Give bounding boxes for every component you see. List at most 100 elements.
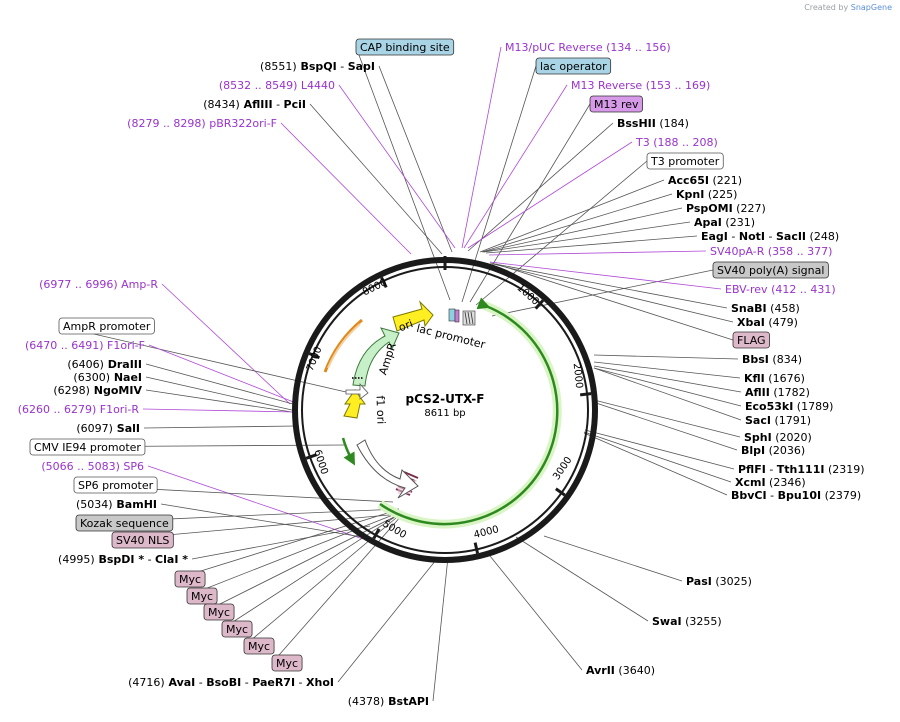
ruler-tick-label: 5000 [381, 519, 408, 542]
feature-label-box [712, 261, 829, 279]
plasmid-name: pCS2-UTX-F [406, 392, 485, 406]
leader-line [203, 515, 397, 613]
leader-line [495, 263, 734, 341]
leader-line [467, 122, 614, 252]
leader-line [485, 550, 583, 671]
feature-label: ori [397, 317, 415, 334]
primer-label: EBV-rev (412 .. 431) [725, 283, 836, 296]
site-label: BbsI (834) [742, 353, 802, 366]
leader-line [463, 84, 568, 249]
site-label: BssHII (184) [617, 117, 689, 130]
feature-label: FLAG [737, 334, 766, 347]
ori-arrow [392, 300, 434, 332]
feature-label-box [535, 57, 612, 75]
leader-line [583, 432, 728, 496]
leader-line [143, 425, 297, 429]
leader-line [584, 429, 735, 470]
leader-line [543, 535, 683, 582]
leader-line [147, 465, 364, 540]
ruler-tick [308, 352, 321, 360]
plasmid-backbone [292, 256, 598, 563]
plasmid-length: 8611 bp [424, 408, 465, 419]
feature-label: Myc [248, 640, 270, 653]
feature-label-box [186, 587, 218, 605]
leader-line [271, 514, 403, 664]
leader-line [432, 556, 449, 702]
ruler-tick [579, 392, 592, 397]
feature-label-box [73, 476, 158, 494]
leader-line [593, 367, 742, 407]
site-label: XcmI (2346) [735, 476, 806, 489]
leader-line [280, 122, 412, 255]
site-label: BbvCI - Bpu10I (2379) [731, 489, 861, 502]
site-label: PflFI - Tth111I (2319) [738, 463, 865, 476]
leader-line [593, 361, 741, 379]
primer-label: M13 Reverse (153 .. 169) [571, 79, 710, 92]
feature-label: SV40 NLS [116, 534, 169, 547]
primer-label: (6260 .. 6279) F1ori-R [18, 403, 140, 416]
leader-line [469, 103, 591, 303]
feature-label: Myc [276, 657, 298, 670]
feature-label-box [58, 317, 155, 335]
leader-line [479, 179, 665, 253]
primer-label: (6977 .. 6996) Amp-R [39, 278, 158, 291]
feature-label-box [589, 95, 643, 113]
primer-label: T3 (188 .. 208) [635, 136, 718, 149]
orange-arc [323, 318, 363, 373]
leader-line [191, 525, 371, 560]
leader-line [475, 160, 648, 306]
feature-label: Myc [226, 623, 248, 636]
leader-line [174, 510, 395, 580]
leader-line [461, 65, 537, 303]
leader-line [515, 536, 649, 622]
site-label: (4995) BspDI * - ClaI * [58, 553, 188, 566]
feature-label: M13 rev [594, 98, 639, 111]
site-label: KflI (1676) [744, 372, 805, 385]
feature-label: Myc [208, 606, 230, 619]
feature-label: SP6 promoter [78, 479, 154, 492]
site-label: XbaI (479) [737, 316, 798, 329]
snapgene-credit: Created by SnapGene [804, 3, 892, 12]
feature-label: Kozak sequence [80, 517, 169, 530]
site-label: AvrII (3640) [586, 664, 655, 677]
site-label: (8551) BspQI - SapI [260, 60, 375, 73]
feature-label: CAP binding site [360, 41, 450, 54]
cmv-arrow [356, 439, 419, 499]
primer-label: (8532 .. 8549) L4440 [219, 79, 335, 92]
site-label: Eco53kI (1789) [745, 400, 833, 413]
ruler-tick [473, 542, 480, 554]
leader-line [338, 84, 456, 249]
orange-arc-inner [327, 323, 361, 369]
promoter-arc [341, 437, 356, 466]
leader-line [492, 263, 734, 323]
ruler-tick [554, 487, 566, 497]
feature-label-box [646, 152, 724, 170]
site-label: KpnI (225) [676, 188, 737, 201]
feature-label-box [75, 514, 174, 532]
feature-label: lac promoter [415, 322, 487, 352]
site-label: (6406) DraIII [67, 358, 142, 371]
feature-label: AmpR promoter [63, 320, 151, 333]
leader-line [593, 399, 741, 438]
leader-line [145, 389, 293, 413]
leader-line [148, 344, 297, 404]
site-label: BlpI (2036) [741, 444, 805, 457]
ruler-tick-label: 4000 [473, 524, 500, 541]
leader-line [337, 559, 437, 683]
primer-label: SV40pA-R (358 .. 377) [710, 245, 832, 258]
feature-label-box [732, 331, 770, 349]
credit-brand: SnapGene [850, 3, 892, 12]
ampr-arrow [352, 327, 400, 387]
feature-label-box [174, 570, 206, 588]
leader-line [481, 193, 673, 253]
primer-label: (8279 .. 8298) pBR322ori-F [127, 117, 277, 130]
feature-label: Myc [179, 573, 201, 586]
feature-label-box [243, 637, 275, 655]
site-label: SacI (1791) [745, 414, 811, 427]
feature-label-box [221, 620, 253, 638]
leader-line [483, 221, 691, 253]
ruler-tick-label: 6000 [311, 448, 329, 476]
leader-line [145, 376, 293, 411]
